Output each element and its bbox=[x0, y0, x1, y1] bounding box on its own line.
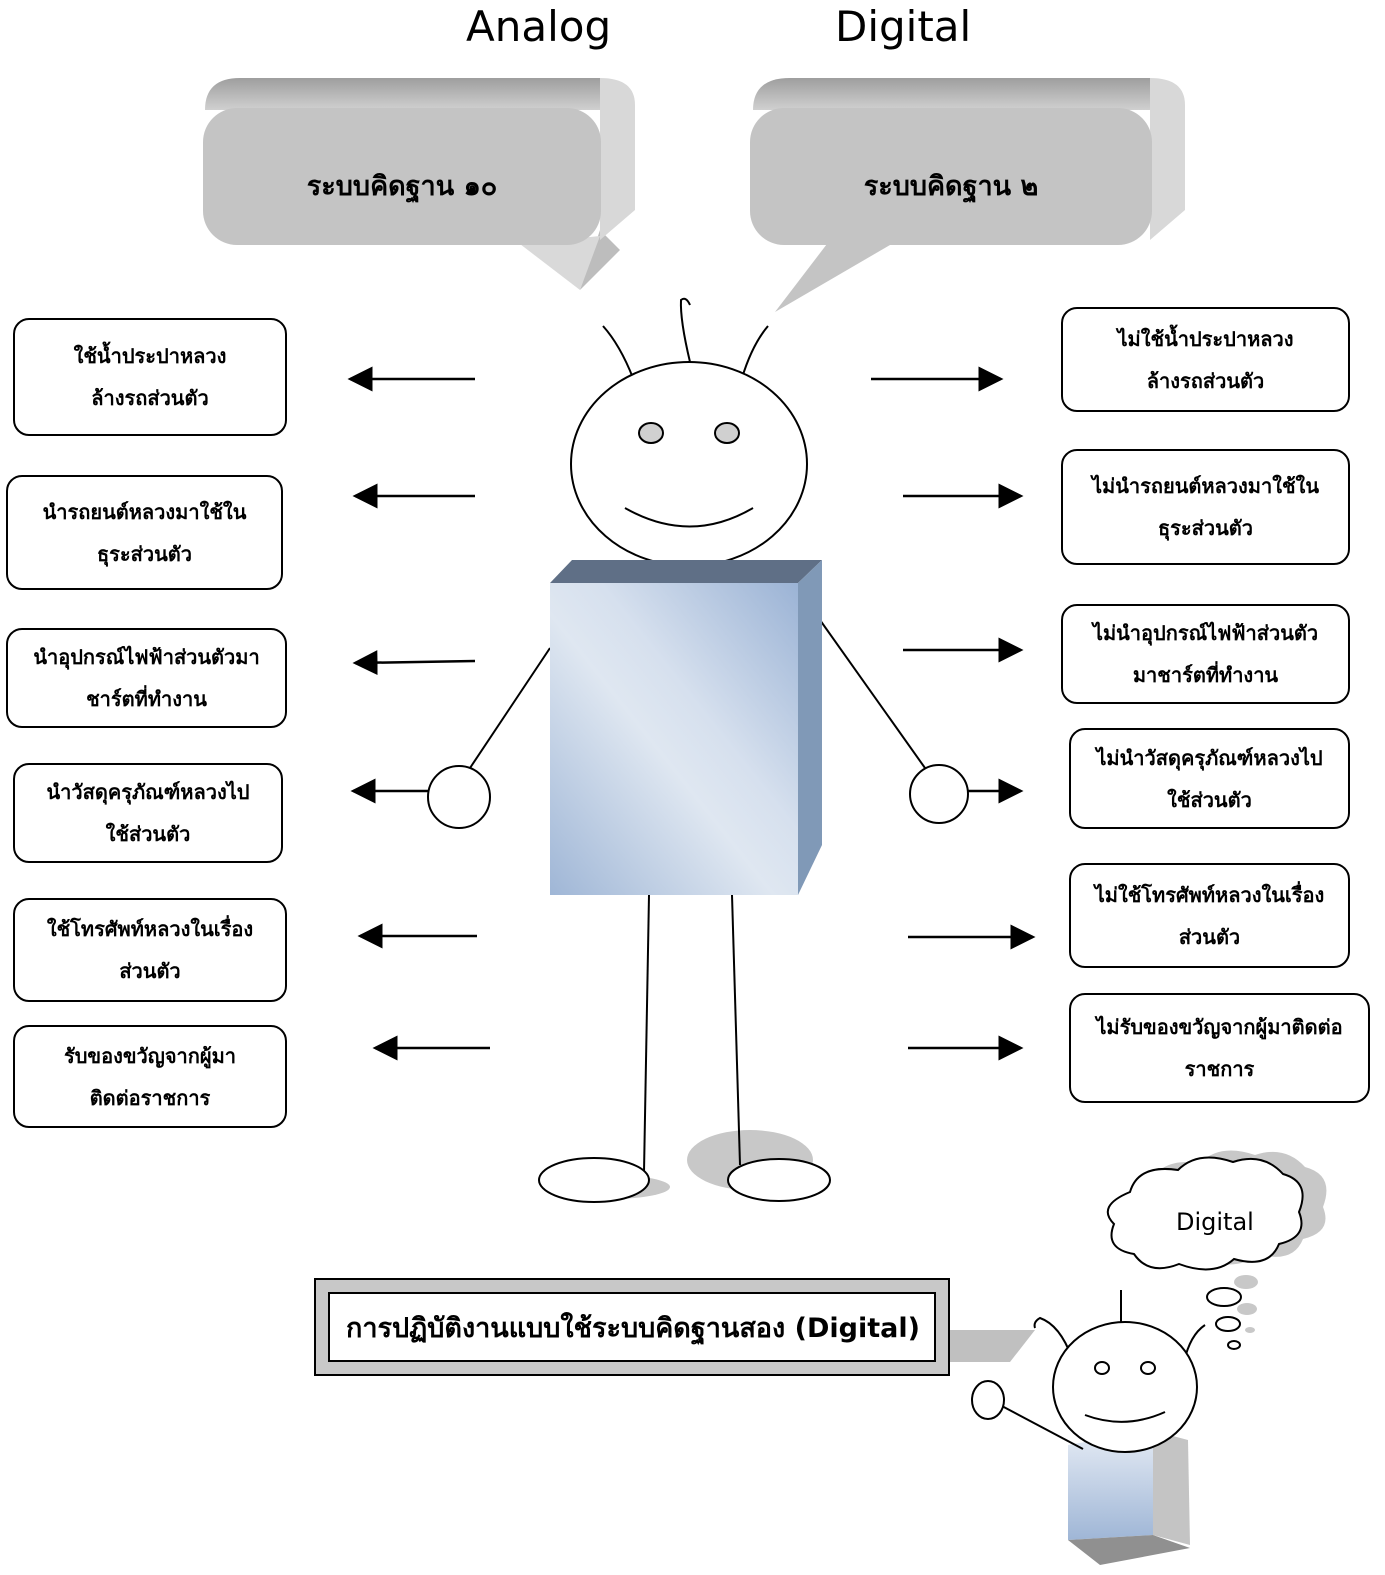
stick-figure bbox=[427, 297, 969, 1203]
foot-left bbox=[538, 1157, 650, 1203]
eye-left bbox=[638, 422, 664, 444]
leg-right bbox=[731, 894, 741, 1166]
digital-item-6: ไม่รับของขวัญจากผู้มาติดต่อ ราชการ bbox=[1069, 993, 1370, 1103]
arrow-left-3 bbox=[352, 650, 476, 676]
digital-item-3: ไม่นำอุปกรณ์ไฟฟ้าส่วนตัว มาชาร์ตที่ทำงาน bbox=[1061, 604, 1350, 704]
antenna-middle bbox=[679, 297, 691, 363]
banner: การปฏิบัติงานแบบใช้ระบบคิดฐานสอง (Digita… bbox=[314, 1278, 950, 1376]
hand-right bbox=[909, 764, 969, 824]
antenna-right bbox=[741, 325, 769, 379]
analog-item-4: นำวัสดุครุภัณฑ์หลวงไป ใช้ส่วนตัว bbox=[13, 763, 283, 863]
analog-item-5: ใช้โทรศัพท์หลวงในเรื่อง ส่วนตัว bbox=[13, 898, 287, 1002]
thought-cloud bbox=[1106, 1150, 1327, 1350]
analog-item-1-text: ใช้น้ำประปาหลวง ล้างรถส่วนตัว bbox=[73, 344, 227, 410]
analog-heading: Analog bbox=[466, 2, 612, 51]
digital-item-4-text: ไม่นำวัสดุครุภัณฑ์หลวงไป ใช้ส่วนตัว bbox=[1096, 745, 1323, 812]
smile bbox=[624, 507, 754, 528]
digital-item-1: ไม่ใช้น้ำประปาหลวง ล้างรถส่วนตัว bbox=[1061, 307, 1350, 412]
foot-right bbox=[727, 1158, 831, 1202]
digital-item-4: ไม่นำวัสดุครุภัณฑ์หลวงไป ใช้ส่วนตัว bbox=[1069, 728, 1350, 829]
analog-item-3-text: นำอุปกรณ์ไฟฟ้าส่วนตัวมา ชาร์ตที่ทำงาน bbox=[33, 645, 260, 711]
base2-label: ระบบคิดฐาน ๒ bbox=[863, 171, 1039, 202]
thought-text: Digital bbox=[1176, 1208, 1254, 1236]
analog-item-6: รับของขวัญจากผู้มา ติดต่อราชการ bbox=[13, 1025, 287, 1128]
analog-item-2-text: นำรถยนต์หลวงมาใช้ใน ธุระส่วนตัว bbox=[42, 499, 247, 566]
digital-item-1-text: ไม่ใช้น้ำประปาหลวง ล้างรถส่วนตัว bbox=[1117, 326, 1294, 393]
body-top bbox=[550, 560, 822, 583]
arm-right bbox=[819, 619, 926, 769]
eye-right bbox=[714, 422, 740, 444]
analog-item-1: ใช้น้ำประปาหลวง ล้างรถส่วนตัว bbox=[13, 318, 287, 436]
arrows bbox=[347, 366, 1036, 1061]
antenna-left bbox=[602, 325, 634, 379]
digital-item-2-text: ไม่นำรถยนต์หลวงมาใช้ใน ธุระส่วนตัว bbox=[1091, 474, 1319, 540]
hand-left bbox=[427, 765, 491, 829]
analog-item-2: นำรถยนต์หลวงมาใช้ใน ธุระส่วนตัว bbox=[6, 475, 283, 590]
base10-label: ระบบคิดฐาน ๑๐ bbox=[306, 171, 498, 202]
head bbox=[570, 361, 808, 567]
digital-item-5-text: ไม่ใช้โทรศัพท์หลวงในเรื่อง ส่วนตัว bbox=[1094, 882, 1325, 949]
digital-item-5: ไม่ใช้โทรศัพท์หลวงในเรื่อง ส่วนตัว bbox=[1069, 863, 1350, 968]
arm-left bbox=[469, 647, 551, 769]
body-side bbox=[798, 560, 822, 895]
banner-shadow-connector bbox=[950, 1330, 1035, 1362]
analog-item-6-text: รับของขวัญจากผู้มา ติดต่อราชการ bbox=[63, 1043, 237, 1110]
analog-item-3: นำอุปกรณ์ไฟฟ้าส่วนตัวมา ชาร์ตที่ทำงาน bbox=[6, 628, 287, 728]
banner-text: การปฏิบัติงานแบบใช้ระบบคิดฐานสอง (Digita… bbox=[328, 1292, 936, 1362]
leg-left bbox=[643, 894, 650, 1173]
digital-item-2: ไม่นำรถยนต์หลวงมาใช้ใน ธุระส่วนตัว bbox=[1061, 449, 1350, 565]
analog-item-4-text: นำวัสดุครุภัณฑ์หลวงไป ใช้ส่วนตัว bbox=[46, 780, 250, 846]
digital-heading: Digital bbox=[835, 2, 972, 51]
digital-item-6-text: ไม่รับของขวัญจากผู้มาติดต่อ ราชการ bbox=[1096, 1015, 1343, 1081]
body-front bbox=[550, 583, 798, 895]
digital-item-3-text: ไม่นำอุปกรณ์ไฟฟ้าส่วนตัว มาชาร์ตที่ทำงาน bbox=[1092, 621, 1319, 687]
small-figure bbox=[950, 1290, 1206, 1565]
speech-bubble-digital bbox=[750, 78, 1185, 312]
analog-item-5-text: ใช้โทรศัพท์หลวงในเรื่อง ส่วนตัว bbox=[46, 917, 254, 983]
speech-bubble-analog bbox=[203, 78, 635, 290]
